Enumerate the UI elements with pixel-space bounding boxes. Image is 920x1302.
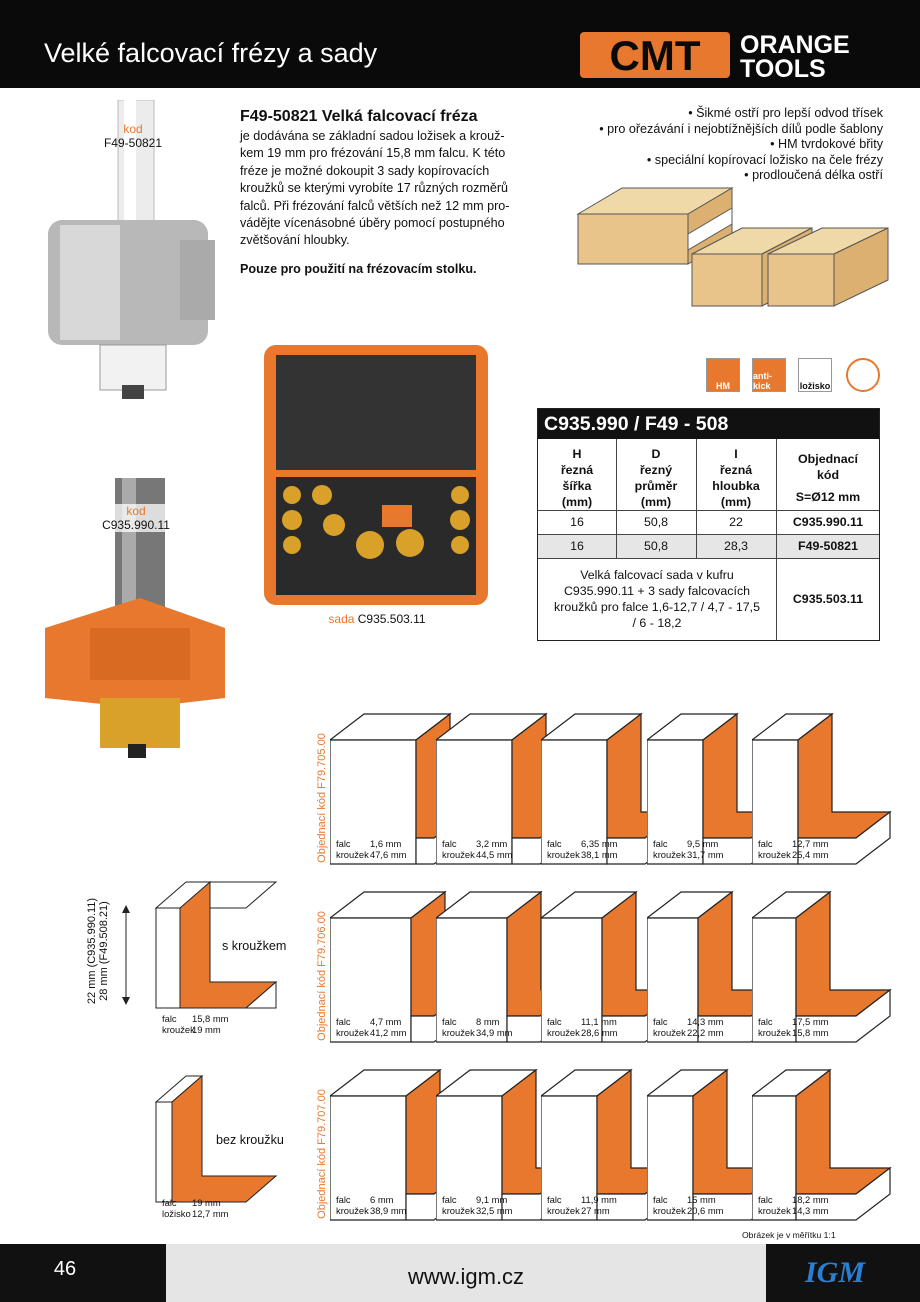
feature-item: • Šikmé ostří pro lepší odvod třísek xyxy=(688,106,883,120)
table-cell: 28,3 xyxy=(723,539,749,553)
rebate-profile-drawing xyxy=(541,1068,681,1221)
igm-logo: IGM xyxy=(804,1256,866,1289)
order-code-label: Objednací kód F79.707.00 xyxy=(316,1089,328,1219)
anti-kick-icon: anti-kick xyxy=(752,358,786,392)
description-title: F49-50821 Velká falcovací fréza xyxy=(240,108,478,125)
table-cell: 22 xyxy=(729,515,743,529)
table-cell: C935.990.11 xyxy=(792,515,864,529)
svg-text:IGM: IGM xyxy=(804,1256,866,1289)
rebate-profile-drawing xyxy=(541,890,681,1043)
feature-item: • pro ořezávání i nejobtížnějších dílů p… xyxy=(599,121,883,136)
brand-tools-text: TOOLS xyxy=(740,55,826,82)
footer-right xyxy=(766,1244,920,1302)
no-hand-feed-icon xyxy=(846,358,880,392)
dimension-arrow xyxy=(122,905,130,1005)
rebate-profile-drawing xyxy=(330,890,470,1043)
header-bar xyxy=(0,0,920,88)
without-ring-label: bez kroužku xyxy=(216,1133,284,1147)
feature-item: • HM tvrdokové břity xyxy=(770,137,883,152)
cmt-logo: CMT ORANGE TOOLS xyxy=(580,31,850,82)
svg-text:CMT: CMT xyxy=(610,32,701,79)
set-caption: sada C935.503.11 xyxy=(328,612,426,626)
hm-icon: HM xyxy=(706,358,740,392)
bearing-icon: ložisko xyxy=(798,358,832,392)
set-code: C935.503.11 xyxy=(792,592,864,606)
description-body: je dodávána se základní sadou ložisek a … xyxy=(240,129,510,248)
rebate-profile-drawing xyxy=(647,890,787,1043)
profile-without-ring xyxy=(154,1074,278,1203)
ring-dimension-label: 22 mm (C935.990.11)28 mm (F49.508.21) xyxy=(86,897,110,1005)
profile-with-ring xyxy=(154,880,278,1009)
rebate-profile-drawing xyxy=(330,1068,470,1221)
table-cell: 16 xyxy=(570,539,584,553)
order-code-label: Objednací kód F79.706.00 xyxy=(316,911,328,1041)
table-cell: 50,8 xyxy=(643,539,669,553)
rebate-profile-drawing xyxy=(752,890,892,1043)
rebate-profile-drawing xyxy=(752,1068,892,1221)
router-bit-f49-image xyxy=(48,100,215,399)
table-cell: 16 xyxy=(570,515,584,529)
wood-profile-illustration xyxy=(576,187,889,307)
rebate-profile-drawing xyxy=(752,712,892,865)
router-set-case-image xyxy=(264,345,488,605)
scale-note: Obrázek je v měřítku 1:1 xyxy=(742,1230,836,1240)
feature-list: • Šikmé ostří pro lepší odvod třísek• pr… xyxy=(599,106,883,184)
footer-band xyxy=(166,1244,766,1302)
table-cell: 50,8 xyxy=(643,515,669,529)
feature-item: • prodloučená délka ostří xyxy=(744,168,883,183)
rebate-profile-drawing xyxy=(330,712,470,865)
usage-note: Pouze pro použití na frézovacím stolku. xyxy=(240,262,477,276)
spec-table-title: C935.990 / F49 - 508 xyxy=(538,409,879,439)
website-link[interactable]: www.igm.cz xyxy=(407,1264,525,1289)
with-ring-label: s kroužkem xyxy=(222,939,287,953)
brand-orange-text: ORANGE xyxy=(740,31,850,59)
table-cell: F49-50821 xyxy=(798,539,858,553)
feature-item: • speciální kopírovací ložisko na čele f… xyxy=(646,152,883,167)
page-title: Velké falcovací frézy a sady xyxy=(44,38,378,68)
order-code-label: Objednací kód F79.705.00 xyxy=(316,733,328,863)
page-number: 46 xyxy=(53,1258,77,1280)
footer-left xyxy=(0,1244,166,1302)
